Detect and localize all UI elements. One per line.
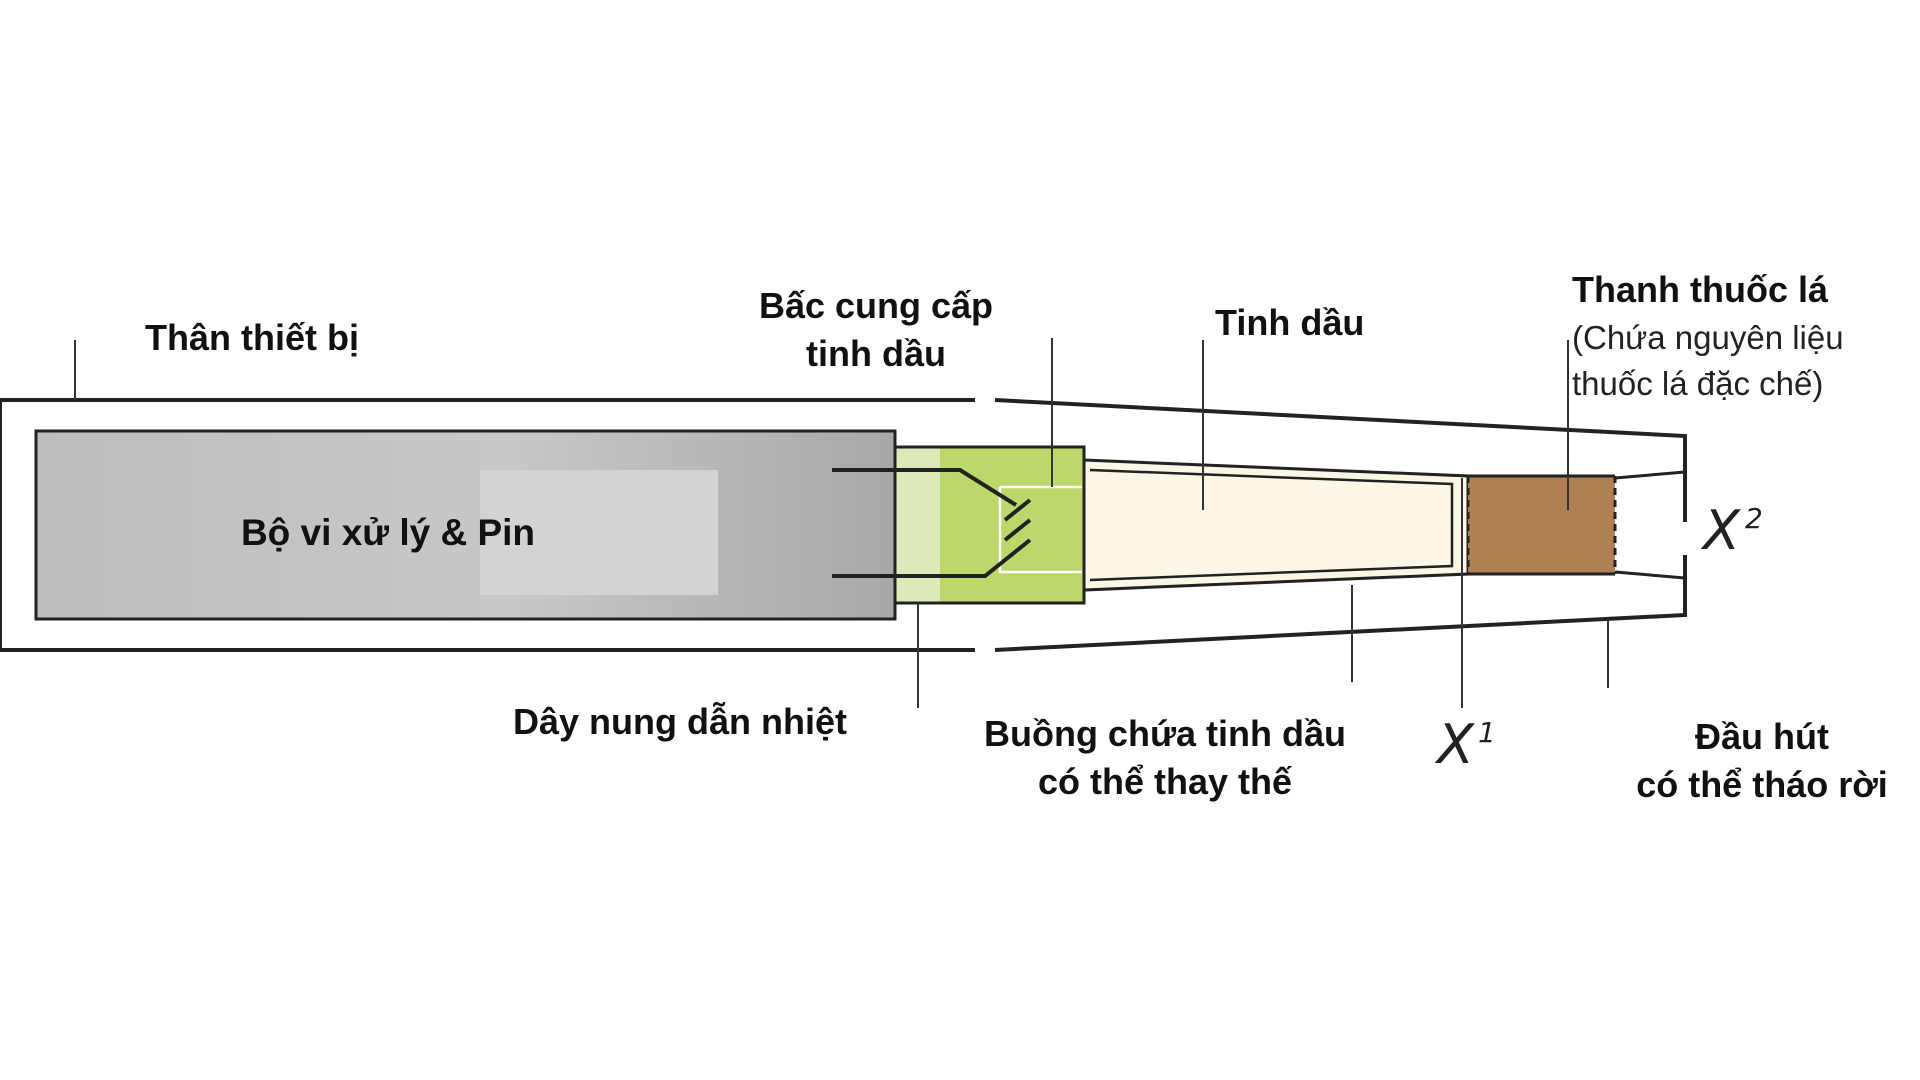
label-tobacco-desc1: (Chứa nguyên liệu <box>1572 319 1844 356</box>
wick-contact-outline <box>998 485 1082 574</box>
processor-battery-block <box>34 429 897 621</box>
marker-x2-sup: 2 <box>1745 502 1763 535</box>
label-oil: Tinh dầu <box>1215 302 1364 343</box>
label-body: Thân thiết bị <box>145 317 359 358</box>
marker-x1-sup: 1 <box>1478 716 1496 749</box>
marker-x2: X <box>1700 499 1741 562</box>
label-wick-line2: tinh dầu <box>806 333 946 374</box>
heating-wire-bottom <box>832 538 1032 578</box>
label-tobacco-desc2: thuốc lá đặc chế) <box>1572 365 1823 402</box>
processor-label: Bộ vi xử lý & Pin <box>241 512 535 553</box>
oil-chamber-inner <box>1089 468 1454 582</box>
oil-chamber-outer <box>1082 458 1470 592</box>
label-wick-line1: Bấc cung cấp <box>759 285 993 326</box>
processor-highlight <box>480 470 718 595</box>
marker-x1: X <box>1434 713 1475 776</box>
label-heater: Dây nung dẫn nhiệt <box>513 701 847 742</box>
mouthpiece-casing <box>994 398 1687 652</box>
label-mouthpiece-line1: Đầu hút <box>1695 716 1829 757</box>
label-chamber-line1: Buồng chứa tinh dầu <box>984 713 1346 754</box>
label-mouthpiece-line2: có thể tháo rời <box>1636 764 1888 805</box>
mouthpiece-inner-bottom <box>1614 570 1686 580</box>
label-tobacco-title: Thanh thuốc lá <box>1572 269 1829 310</box>
label-chamber-line2: có thể thay thế <box>1038 761 1293 802</box>
device-body-casing <box>0 398 975 652</box>
mouthpiece-inner-top <box>1614 470 1686 480</box>
heating-wire-top <box>832 468 1032 542</box>
tobacco-stick <box>1468 476 1615 574</box>
